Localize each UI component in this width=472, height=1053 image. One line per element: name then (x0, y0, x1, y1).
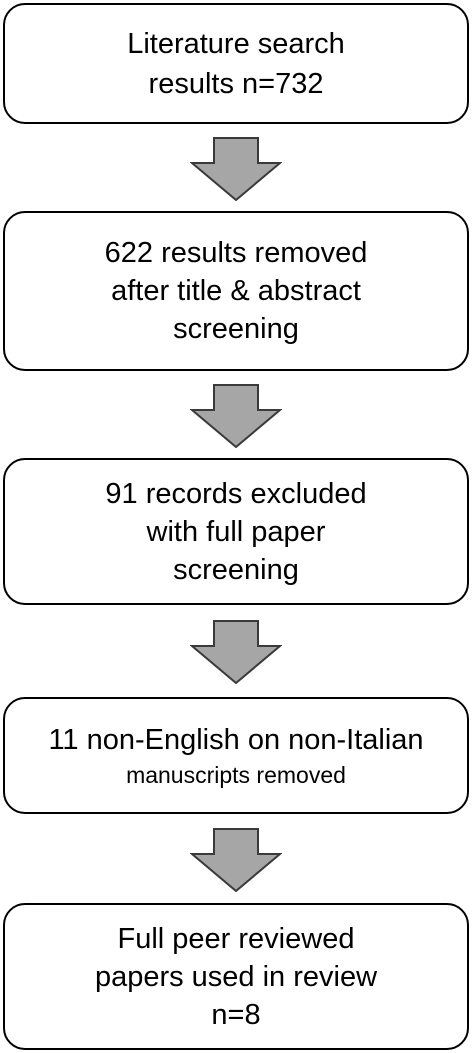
step-2-line-1: 622 results removed (104, 237, 368, 269)
step-box-full-paper-screening: 91 records excluded with full paper scre… (3, 458, 469, 605)
step-box-literature-search: Literature search results n=732 (3, 3, 469, 124)
down-arrow-icon (190, 828, 282, 892)
step-5-line-3: n=8 (211, 998, 261, 1031)
step-4-line-2: manuscripts removed (126, 761, 346, 788)
step-2-line-2: after title & abstract (111, 275, 361, 307)
step-1-line-1: Literature search (127, 27, 345, 60)
down-arrow-icon (190, 137, 282, 201)
down-arrow-icon (190, 620, 282, 684)
step-2-line-3: screening (173, 313, 299, 345)
step-box-final-included-papers: Full peer reviewed papers used in review… (3, 903, 469, 1050)
down-arrow-icon (190, 384, 282, 448)
step-box-title-abstract-screening: 622 results removed after title & abstra… (3, 211, 469, 371)
step-4-line-1: 11 non-English on non-Italian (48, 723, 424, 756)
step-5-line-2: papers used in review (94, 960, 378, 993)
step-3-line-3: screening (173, 553, 299, 586)
step-3-line-2: with full paper (146, 515, 326, 548)
step-box-language-exclusion: 11 non-English on non-Italian manuscript… (3, 697, 469, 814)
step-1-line-2: results n=732 (148, 67, 324, 100)
step-3-line-1: 91 records excluded (105, 477, 367, 510)
step-5-line-1: Full peer reviewed (117, 922, 355, 955)
